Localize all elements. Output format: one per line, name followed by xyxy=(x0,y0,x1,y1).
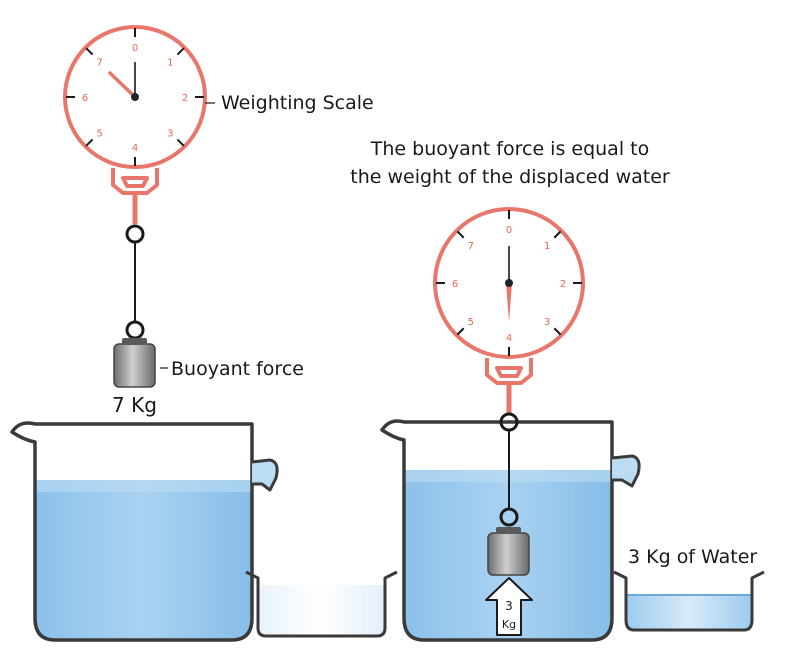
left-weight xyxy=(113,343,156,388)
right-scale-bracket xyxy=(485,358,533,385)
left-ring-top xyxy=(125,224,145,244)
left-scale-hub xyxy=(131,93,139,101)
dial-tick xyxy=(456,230,465,239)
buoyant-force-label: Buoyant force xyxy=(171,358,304,380)
principle-line-1: The buoyant force is equal to xyxy=(370,138,649,160)
left-beaker-glass xyxy=(10,421,254,642)
arrow-number: 3 xyxy=(505,599,513,613)
dial-number: 1 xyxy=(167,58,173,69)
right-catch-container xyxy=(613,570,765,632)
dial-number: 0 xyxy=(506,225,512,236)
left-scale-bracket xyxy=(111,168,159,195)
right-beaker-glass xyxy=(380,419,614,642)
displaced-water xyxy=(626,596,752,630)
left-beaker-spout xyxy=(251,458,279,492)
scale-label: Weighting Scale xyxy=(221,92,374,114)
dial-number: 1 xyxy=(544,241,550,252)
dial-number: 0 xyxy=(132,43,138,54)
dial-number: 2 xyxy=(560,279,566,290)
right-beaker-spout xyxy=(611,454,641,488)
dial-number: 4 xyxy=(506,333,512,344)
dial-number: 2 xyxy=(182,93,188,104)
water-weight-label: 3 Kg of Water xyxy=(628,546,757,568)
left-catch-container xyxy=(245,570,398,638)
dial-number: 5 xyxy=(96,128,102,139)
right-scale-numbers: 0 1 2 3 4 5 6 7 xyxy=(452,225,566,344)
left-weight-label: 7 Kg xyxy=(112,393,157,417)
left-beaker xyxy=(10,421,279,642)
dial-number: 6 xyxy=(452,279,458,290)
dial-number: 4 xyxy=(132,143,138,154)
dial-tick xyxy=(456,327,465,336)
dial-tick xyxy=(85,47,94,56)
right-hanging-weight xyxy=(485,412,533,636)
right-scale-needle xyxy=(506,283,512,322)
left-beaker-water xyxy=(35,480,252,640)
dial-tick xyxy=(553,327,562,336)
dial-tick xyxy=(176,138,185,147)
arrow-unit: Kg xyxy=(502,618,516,631)
left-water-surface xyxy=(35,480,252,492)
dial-number: 7 xyxy=(468,241,474,252)
left-scale-ticks xyxy=(66,28,204,166)
dial-number: 5 xyxy=(468,317,474,328)
dial-tick xyxy=(176,47,185,56)
left-scale: 0 1 2 3 4 5 6 7 xyxy=(63,25,215,388)
principle-line-2: the weight of the displaced water xyxy=(350,166,670,188)
left-scale-needle xyxy=(108,71,137,99)
dial-number: 3 xyxy=(167,128,173,139)
right-scale-hub xyxy=(505,279,513,287)
right-ring-bottom xyxy=(499,507,519,527)
dial-tick xyxy=(553,230,562,239)
right-weight xyxy=(487,532,530,576)
dial-tick xyxy=(85,138,94,147)
right-scale: 0 1 2 3 4 5 6 7 xyxy=(433,207,585,414)
left-weight-cap xyxy=(122,338,147,345)
dial-number: 6 xyxy=(82,93,88,104)
right-weight-cap xyxy=(496,527,521,534)
left-ring-bottom xyxy=(125,320,145,340)
right-scale-ticks xyxy=(436,210,582,356)
left-scale-numbers: 0 1 2 3 4 5 6 7 xyxy=(82,43,188,154)
dial-number: 3 xyxy=(544,317,550,328)
buoyant-arrow xyxy=(485,577,533,636)
dial-number: 7 xyxy=(96,58,102,69)
